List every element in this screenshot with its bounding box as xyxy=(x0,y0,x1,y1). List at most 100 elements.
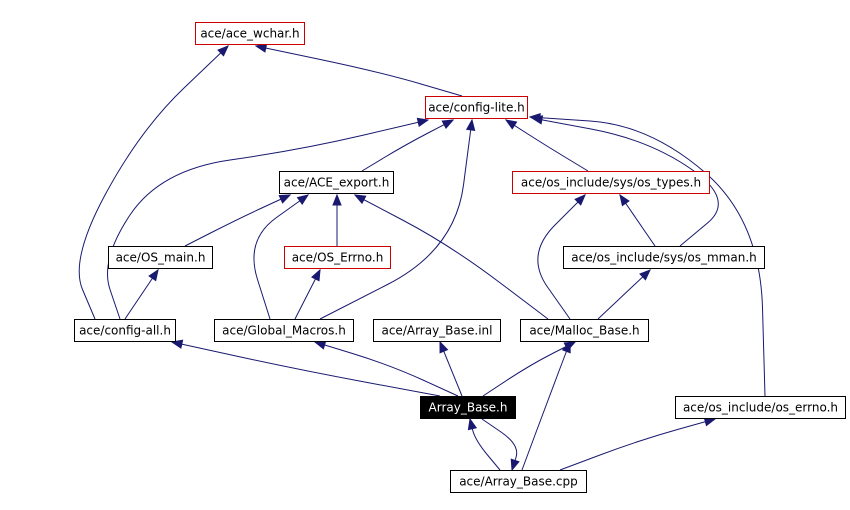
arrowhead-icon xyxy=(465,118,476,132)
edge-malloc_base-to-ace_export xyxy=(353,194,549,320)
node-os-main[interactable]: ace/OS_main.h xyxy=(108,246,213,269)
edge-array_base_cpp-to-os_errno_inc xyxy=(559,417,717,471)
edge-line xyxy=(255,45,463,97)
nodes-layer: ace/ace_wchar.h ace/config-lite.h ace/ACE_… xyxy=(74,22,846,493)
node-box[interactable] xyxy=(214,319,354,342)
edge-global_macros-to-ace_export xyxy=(253,194,310,320)
arrowhead-icon xyxy=(504,119,518,130)
node-label: ace/os_include/sys/os_mman.h xyxy=(571,251,757,265)
edge-os_main-to-ace_export xyxy=(184,194,292,247)
node-array-base-inl[interactable]: ace/Array_Base.inl xyxy=(373,319,501,342)
node-label: Array_Base.h xyxy=(429,401,508,415)
arrowhead-icon xyxy=(528,112,541,123)
node-array-base-h[interactable]: Array_Base.h xyxy=(420,396,516,419)
arrowhead-icon xyxy=(639,269,651,281)
arrowhead-icon xyxy=(467,417,478,431)
node-box[interactable] xyxy=(373,319,501,342)
edge-ace_export-to-config_lite xyxy=(361,119,455,172)
edge-array_base_h-to-array_base_inl xyxy=(439,340,463,397)
arrowhead-icon xyxy=(441,119,455,130)
node-os-errno[interactable]: ace/OS_Errno.h xyxy=(284,246,391,269)
node-global-macros[interactable]: ace/Global_Macros.h xyxy=(214,319,354,342)
node-box[interactable] xyxy=(279,171,394,194)
node-box[interactable] xyxy=(563,246,765,269)
edge-line xyxy=(559,418,716,471)
arrowhead-icon xyxy=(619,193,630,207)
arrowhead-icon xyxy=(311,268,321,282)
arrowhead-icon xyxy=(561,340,571,354)
arrowhead-icon xyxy=(353,194,367,205)
node-config-lite[interactable]: ace/config-lite.h xyxy=(425,96,528,119)
edge-line xyxy=(521,341,571,471)
edge-global_macros-to-config_lite xyxy=(319,118,476,320)
node-box[interactable] xyxy=(512,171,710,194)
node-malloc-base[interactable]: ace/Malloc_Base.h xyxy=(520,319,649,342)
node-label: ace/os_include/sys/os_types.h xyxy=(521,176,701,190)
arrowhead-icon xyxy=(296,194,310,205)
edge-os_types-to-config_lite xyxy=(504,119,589,172)
edge-array_base_h-to-malloc_base xyxy=(482,341,577,397)
node-os-mman[interactable]: ace/os_include/sys/os_mman.h xyxy=(563,246,765,269)
node-os-errno-inc[interactable]: ace/os_include/os_errno.h xyxy=(675,396,846,419)
edge-line xyxy=(481,418,518,471)
node-box[interactable] xyxy=(520,319,649,342)
arrowhead-icon xyxy=(170,339,184,349)
node-label: ace/Array_Base.inl xyxy=(381,324,492,338)
edge-line xyxy=(78,45,229,320)
edge-config_lite-to-ace_wchar xyxy=(254,43,463,97)
node-os-types[interactable]: ace/os_include/sys/os_types.h xyxy=(512,171,710,194)
edge-line xyxy=(482,341,576,397)
edge-line xyxy=(107,119,429,320)
node-label: ace/config-lite.h xyxy=(428,101,525,115)
arrowhead-icon xyxy=(416,117,430,128)
edge-line xyxy=(314,341,459,397)
edge-array_base_cpp-to-array_base_h xyxy=(467,417,501,471)
arrowhead-icon xyxy=(574,194,586,206)
node-label: ace/OS_main.h xyxy=(116,251,206,265)
node-label: ace/config-all.h xyxy=(79,324,171,338)
edge-line xyxy=(505,119,589,172)
node-ace-export[interactable]: ace/ACE_export.h xyxy=(279,171,394,194)
edge-config_all-to-ace_wchar xyxy=(78,45,229,320)
edge-line xyxy=(354,194,549,320)
node-label: ace/ace_wchar.h xyxy=(200,27,299,41)
arrowhead-icon xyxy=(254,43,268,53)
edge-line xyxy=(469,418,501,471)
edge-array_base_h-to-global_macros xyxy=(313,340,459,397)
arrowhead-icon xyxy=(148,268,159,282)
node-label: ace/Malloc_Base.h xyxy=(529,324,639,338)
node-box[interactable] xyxy=(420,396,516,419)
node-box[interactable] xyxy=(675,396,846,419)
edge-line xyxy=(171,341,441,397)
edge-line xyxy=(537,194,586,320)
edge-os_errno-to-ace_export xyxy=(332,193,342,246)
node-config-all[interactable]: ace/config-all.h xyxy=(74,319,176,342)
node-box[interactable] xyxy=(284,246,391,269)
node-label: ace/Array_Base.cpp xyxy=(459,475,578,489)
edge-line xyxy=(184,194,291,247)
arrowhead-icon xyxy=(217,45,229,57)
edge-line xyxy=(597,269,651,320)
arrowhead-icon xyxy=(510,458,520,472)
edge-global_macros-to-os_errno xyxy=(294,268,321,320)
edge-array_base_h-to-config_all xyxy=(170,339,441,397)
node-ace-wchar[interactable]: ace/ace_wchar.h xyxy=(195,22,305,45)
node-array-base-cpp[interactable]: ace/Array_Base.cpp xyxy=(450,470,587,493)
edge-line xyxy=(319,119,473,320)
edge-array_base_h-to-array_base_cpp xyxy=(481,418,520,472)
node-box[interactable] xyxy=(195,22,305,45)
node-box[interactable] xyxy=(425,96,528,119)
arrowhead-icon xyxy=(313,340,327,350)
edge-malloc_base-to-os_mman xyxy=(597,269,651,320)
node-box[interactable] xyxy=(108,246,213,269)
edge-os_mman-to-os_types xyxy=(619,193,656,247)
edge-line xyxy=(531,117,719,247)
node-box[interactable] xyxy=(74,319,176,342)
arrowhead-icon xyxy=(332,193,342,206)
arrowhead-icon xyxy=(439,340,449,354)
edge-malloc_base-to-os_types xyxy=(537,194,586,320)
node-label: ace/OS_Errno.h xyxy=(292,251,384,265)
arrowhead-icon xyxy=(278,194,292,204)
node-box[interactable] xyxy=(450,470,587,493)
